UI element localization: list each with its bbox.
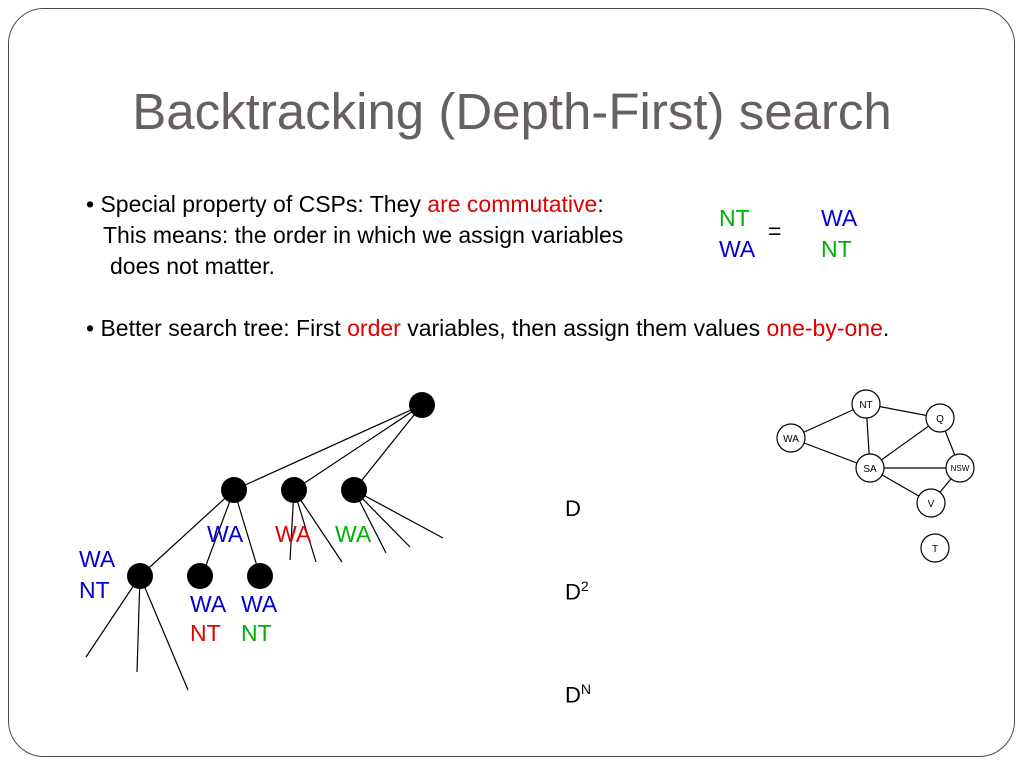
tree-edge (139, 575, 189, 691)
graph-node-nsw (945, 453, 975, 483)
bullet-2-prefix: • Better search tree: First (86, 315, 348, 341)
tree-edge (353, 489, 411, 548)
tree-edge (233, 404, 423, 491)
graph-label-wa: WA (783, 434, 799, 445)
tree-edge (85, 575, 141, 658)
level-count-d2-exponent: 2 (580, 578, 589, 594)
bullet-1-line-1: • Special property of CSPs: They are com… (86, 189, 604, 220)
tree-edge (353, 489, 444, 539)
example-right-top: WA (821, 205, 858, 231)
tree-node (187, 563, 213, 589)
tree-label-mid-top: WA (190, 591, 227, 617)
level-count-dn: DN (565, 675, 591, 709)
slide-frame (8, 8, 1015, 757)
graph-label-v: V (928, 499, 935, 510)
slide-title: Backtracking (Depth-First) search (132, 83, 892, 140)
tree-edge (353, 404, 423, 491)
bullet-2-suffix: . (882, 315, 890, 341)
graph-label-sa: SA (863, 464, 877, 475)
bullet-1-highlight: are commutative (427, 191, 598, 217)
example-right-bottom: NT (821, 236, 852, 262)
level-count-dn-base: D (565, 682, 581, 708)
graph-label-q: Q (936, 414, 944, 425)
example-left-bottom: WA (719, 236, 756, 262)
tree-label-right-top: WA (241, 591, 278, 617)
tree-edge (201, 489, 235, 577)
map-constraint-graph: NT Q WA SA NSW V T (776, 389, 975, 563)
graph-node-sa (855, 453, 885, 483)
graph-node-wa (776, 423, 806, 453)
tree-label-wa-green: WA (335, 521, 372, 547)
graph-label-nt: NT (859, 400, 872, 411)
bullet-1-line-3: does not matter. (110, 253, 275, 279)
tree-node (281, 477, 307, 503)
tree-edge (293, 489, 343, 563)
graph-label-nsw: NSW (951, 464, 970, 473)
bullet-2: • Better search tree: First order variab… (86, 313, 889, 344)
tree-label-left-top: WA (79, 546, 116, 572)
bullet-2-highlight-order: order (347, 315, 401, 341)
graph-node-nt (851, 389, 881, 419)
example-equals: = (768, 218, 782, 244)
bullet-2-middle: variables, then assign them values (400, 315, 767, 341)
graph-label-t: T (932, 544, 938, 555)
level-count-d2: D2 (565, 572, 589, 606)
tree-node (247, 563, 273, 589)
tree-label-left-bottom: NT (79, 577, 110, 603)
level-count-d: D (565, 496, 581, 521)
tree-label-mid-bottom: NT (190, 620, 221, 646)
level-count-d2-base: D (565, 579, 581, 605)
tree-label-right-bottom: NT (241, 620, 272, 646)
tree-edge (293, 404, 423, 491)
tree-node (221, 477, 247, 503)
bullet-1-suffix: : (597, 191, 604, 217)
tree-node (341, 477, 367, 503)
tree-label-wa-red: WA (275, 521, 312, 547)
example-left-top: NT (719, 205, 750, 231)
graph-node-q (925, 403, 955, 433)
tree-edge (233, 489, 261, 577)
bullet-1-line-2: This means: the order in which we assign… (103, 222, 624, 248)
graph-node-v (916, 488, 946, 518)
graph-node-t (920, 533, 950, 563)
tree-node (127, 563, 153, 589)
bullet-2-highlight-one-by-one: one-by-one (766, 315, 883, 341)
bullet-1-prefix: • Special property of CSPs: They (86, 191, 428, 217)
tree-edge (139, 489, 235, 577)
tree-label-wa-blue: WA (207, 521, 244, 547)
level-count-dn-exponent: N (580, 681, 592, 697)
tree-edge (136, 575, 141, 673)
tree-node-root (409, 392, 435, 418)
